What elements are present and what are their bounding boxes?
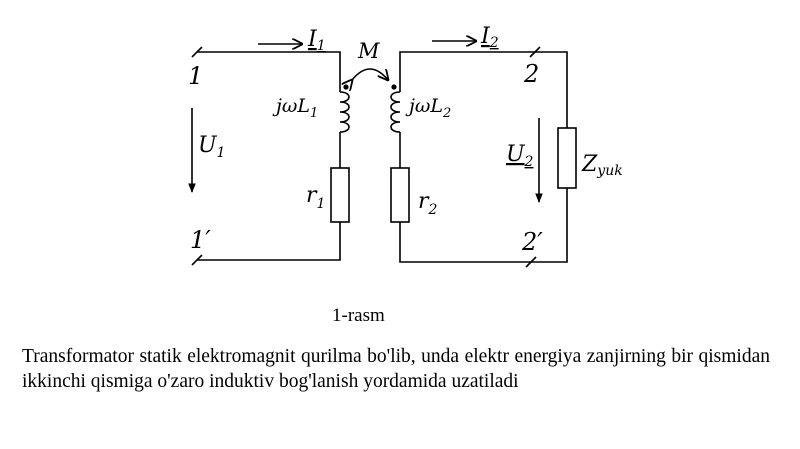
- primary-top-wire: [197, 51, 341, 92]
- primary-coil: [339, 91, 350, 133]
- primary-dot: [343, 84, 349, 90]
- secondary-top-wire: [399, 51, 568, 128]
- svg-text:r2: r2: [418, 189, 438, 218]
- load-label-zyuk: Zyuk: [581, 152, 623, 179]
- terminal-2p-label: 2′: [521, 228, 543, 256]
- mutual-label: M: [357, 39, 380, 63]
- resistor-r1: [330, 167, 350, 223]
- terminal-1p-label: 1′: [190, 226, 211, 254]
- voltage-label-u1: U1: [198, 133, 225, 161]
- svg-text:jωL2: jωL2: [405, 95, 451, 121]
- figure-caption: 1-rasm: [332, 305, 385, 326]
- secondary-bottom-wire: [399, 188, 568, 263]
- terminal-2p-mark: [525, 256, 537, 268]
- svg-text:jωL1: jωL1: [272, 95, 318, 121]
- inductance-label-l1: jωL1: [272, 95, 318, 121]
- mutual-arc: [352, 68, 388, 80]
- primary-bottom-wire: [197, 222, 341, 261]
- svg-text:I1: I1: [307, 27, 326, 54]
- terminal-1-label: 1: [188, 62, 203, 90]
- secondary-dot: [391, 84, 397, 90]
- load-impedance: [557, 127, 577, 189]
- inductance-label-l2: jωL2: [405, 95, 451, 121]
- voltage-label-u2: U2: [506, 142, 534, 170]
- terminal-2-mark: [529, 46, 541, 58]
- current-label-i2: I2: [480, 24, 499, 51]
- terminal-1p-mark: [191, 254, 203, 266]
- description-paragraph: Transformator statik elektromagnit quril…: [22, 346, 770, 392]
- resistor-r2: [390, 167, 410, 223]
- svg-text:U2: U2: [506, 142, 534, 170]
- resistor-label-r1: r1: [306, 183, 325, 212]
- transformer-circuit-diagram: M I1 I2 1 1′ 2 2′ U1 U2 jωL1 jωL2 r1: [188, 24, 623, 268]
- svg-text:Zyuk: Zyuk: [581, 152, 623, 179]
- secondary-coil: [390, 91, 401, 133]
- svg-text:U1: U1: [198, 133, 225, 161]
- svg-text:r1: r1: [306, 183, 325, 212]
- terminal-1-mark: [191, 46, 203, 58]
- resistor-label-r2: r2: [418, 189, 438, 218]
- svg-text:I2: I2: [480, 24, 499, 51]
- current-label-i1: I1: [307, 27, 326, 54]
- terminal-2-label: 2: [523, 60, 539, 88]
